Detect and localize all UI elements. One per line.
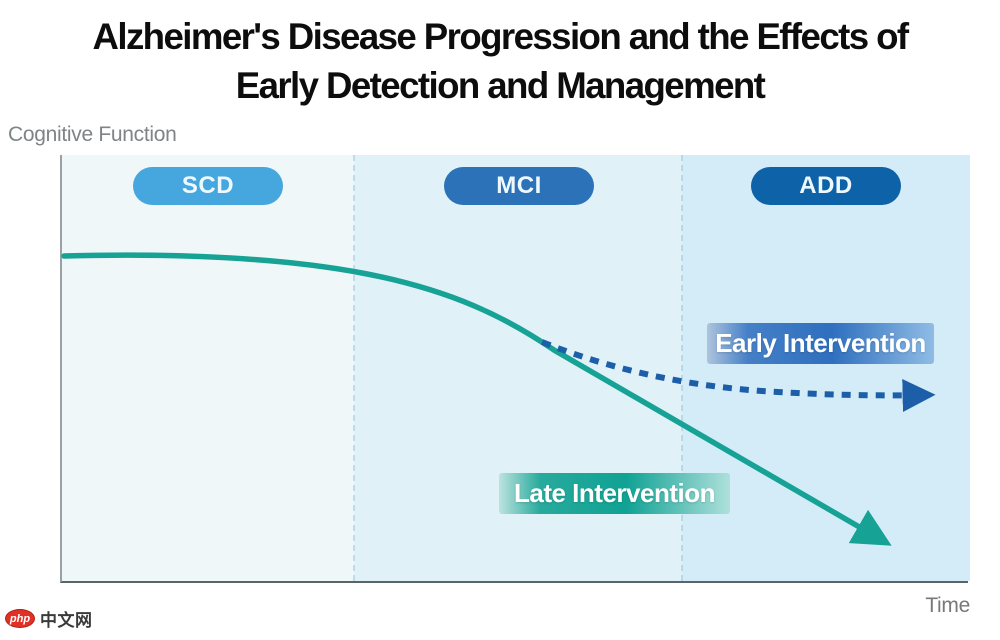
title-line-1: Alzheimer's Disease Progression and the …: [92, 16, 909, 57]
title-line-2: Early Detection and Management: [235, 65, 766, 106]
page-title: Alzheimer's Disease Progression and the …: [5, 12, 995, 110]
progression-curves: [61, 252, 936, 546]
stage-divider-mci-add: [681, 155, 683, 581]
early-intervention-label: Early Intervention: [707, 323, 934, 364]
x-axis-label: Time: [925, 594, 970, 617]
stage-region-scd: [62, 155, 354, 581]
stage-badge-scd: SCD: [133, 167, 283, 205]
watermark-logo: php 中文网: [5, 606, 93, 631]
late-intervention-curve: [61, 252, 892, 546]
chart-area: SCD MCI ADD Early Intervention Late Inte…: [60, 155, 970, 583]
stage-badge-add: ADD: [751, 167, 901, 205]
stage-badge-mci: MCI: [444, 167, 594, 205]
watermark-text: 中文网: [40, 611, 93, 630]
y-axis-label: Cognitive Function: [8, 123, 177, 146]
late-intervention-label: Late Intervention: [499, 473, 730, 514]
php-logo-icon: php: [5, 609, 35, 628]
stage-divider-scd-mci: [353, 155, 355, 581]
